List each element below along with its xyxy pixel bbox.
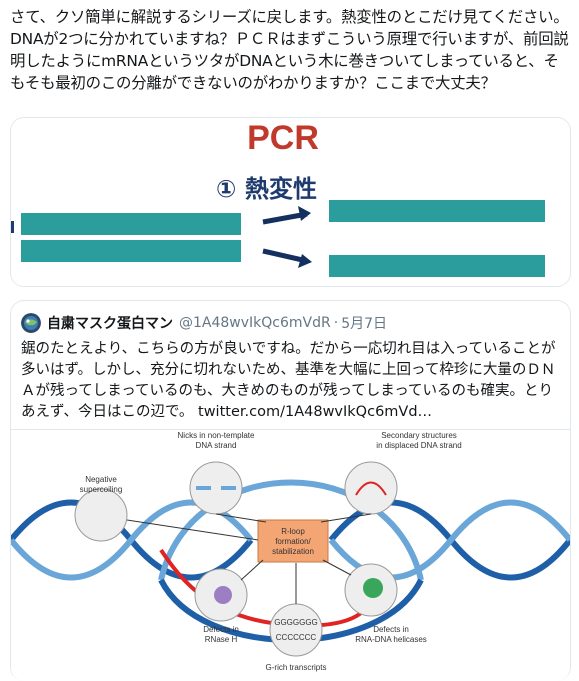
label-nicks-2: DNA strand bbox=[196, 441, 237, 450]
label-secondary-2: in displaced DNA strand bbox=[376, 441, 461, 450]
label-defects-rnase-2: RNase H bbox=[205, 635, 238, 644]
label-defects-helicase-2: RNA-DNA helicases bbox=[355, 635, 427, 644]
circle-nicks bbox=[189, 461, 243, 515]
label-defects-rnase: Defects in bbox=[203, 625, 239, 634]
dna-strand-upper-left bbox=[21, 213, 241, 235]
arrow-up-right bbox=[262, 206, 311, 225]
pcr-slide: PCR ① 熱変性 bbox=[11, 118, 570, 286]
label-grich: G-rich transcripts bbox=[266, 663, 327, 672]
quoted-tweet[interactable]: 自粛マスク蛋白マン @1A48wvIkQc6mVdR · 5月7日 鋸のたとえよ… bbox=[10, 300, 571, 681]
circle-negative bbox=[74, 488, 128, 542]
label-defects-helicase: Defects in bbox=[373, 625, 409, 634]
label-c-seq: CCCCCCC bbox=[276, 633, 317, 642]
header-separator: · bbox=[333, 315, 339, 331]
avatar[interactable] bbox=[21, 313, 41, 333]
quoted-display-name[interactable]: 自粛マスク蛋白マン bbox=[47, 316, 173, 332]
quoted-media-image[interactable]: R-loop formation/ stabilization Nicks in… bbox=[11, 429, 570, 681]
dna-strand-separated-lower bbox=[329, 255, 545, 277]
label-negative: Negative bbox=[85, 475, 117, 484]
label-g-seq: GGGGGGG bbox=[274, 618, 318, 627]
label-secondary: Secondary structures bbox=[381, 431, 457, 440]
arrow-down-right bbox=[262, 248, 312, 268]
dna-strand-separated-upper bbox=[329, 200, 545, 222]
circle-secondary bbox=[344, 461, 398, 515]
tweet-media-image[interactable]: PCR ① 熱変性 bbox=[10, 117, 571, 287]
quoted-tweet-header: 自粛マスク蛋白マン @1A48wvIkQc6mVdR · 5月7日 bbox=[21, 313, 387, 333]
label-rloop-3: stabilization bbox=[272, 547, 314, 556]
arrows-to-box bbox=[126, 513, 372, 604]
circle-helicase bbox=[344, 563, 398, 617]
quoted-tweet-text: 鋸のたとえより、こちらの方が良いですね。だから一応切れ目は入っていることが多いは… bbox=[21, 339, 566, 423]
rloop-diagram: R-loop formation/ stabilization Nicks in… bbox=[11, 430, 570, 681]
slide-step-label: 熱変性 bbox=[245, 175, 317, 203]
label-rloop-1: R-loop bbox=[281, 527, 305, 536]
label-rloop-2: formation/ bbox=[275, 537, 311, 546]
tweet-text: さて、クソ簡単に解説するシリーズに戻します。熱変性のとこだけ見てください。DNA… bbox=[10, 8, 569, 92]
dna-strand-lower-left bbox=[21, 240, 241, 262]
quoted-handle[interactable]: @1A48wvIkQc6mVdR bbox=[179, 315, 331, 331]
label-negative-2: supercoiling bbox=[80, 485, 123, 494]
circle-grich bbox=[269, 603, 323, 657]
quoted-date[interactable]: 5月7日 bbox=[341, 316, 388, 332]
circle-rnase bbox=[194, 568, 248, 622]
displaced-strand bbox=[158, 479, 424, 581]
rloop-box bbox=[257, 519, 329, 563]
slide-title: PCR bbox=[247, 119, 319, 157]
slide-step-number: ① bbox=[216, 175, 236, 203]
label-nicks: Nicks in non-template bbox=[178, 431, 255, 440]
quoted-tweet-link[interactable]: twitter.com/1A48wvIkQc6mVd… bbox=[198, 404, 433, 420]
quoted-text-body: 鋸のたとえより、こちらの方が良いですね。だから一応切れ目は入っていることが多いは… bbox=[21, 341, 556, 420]
